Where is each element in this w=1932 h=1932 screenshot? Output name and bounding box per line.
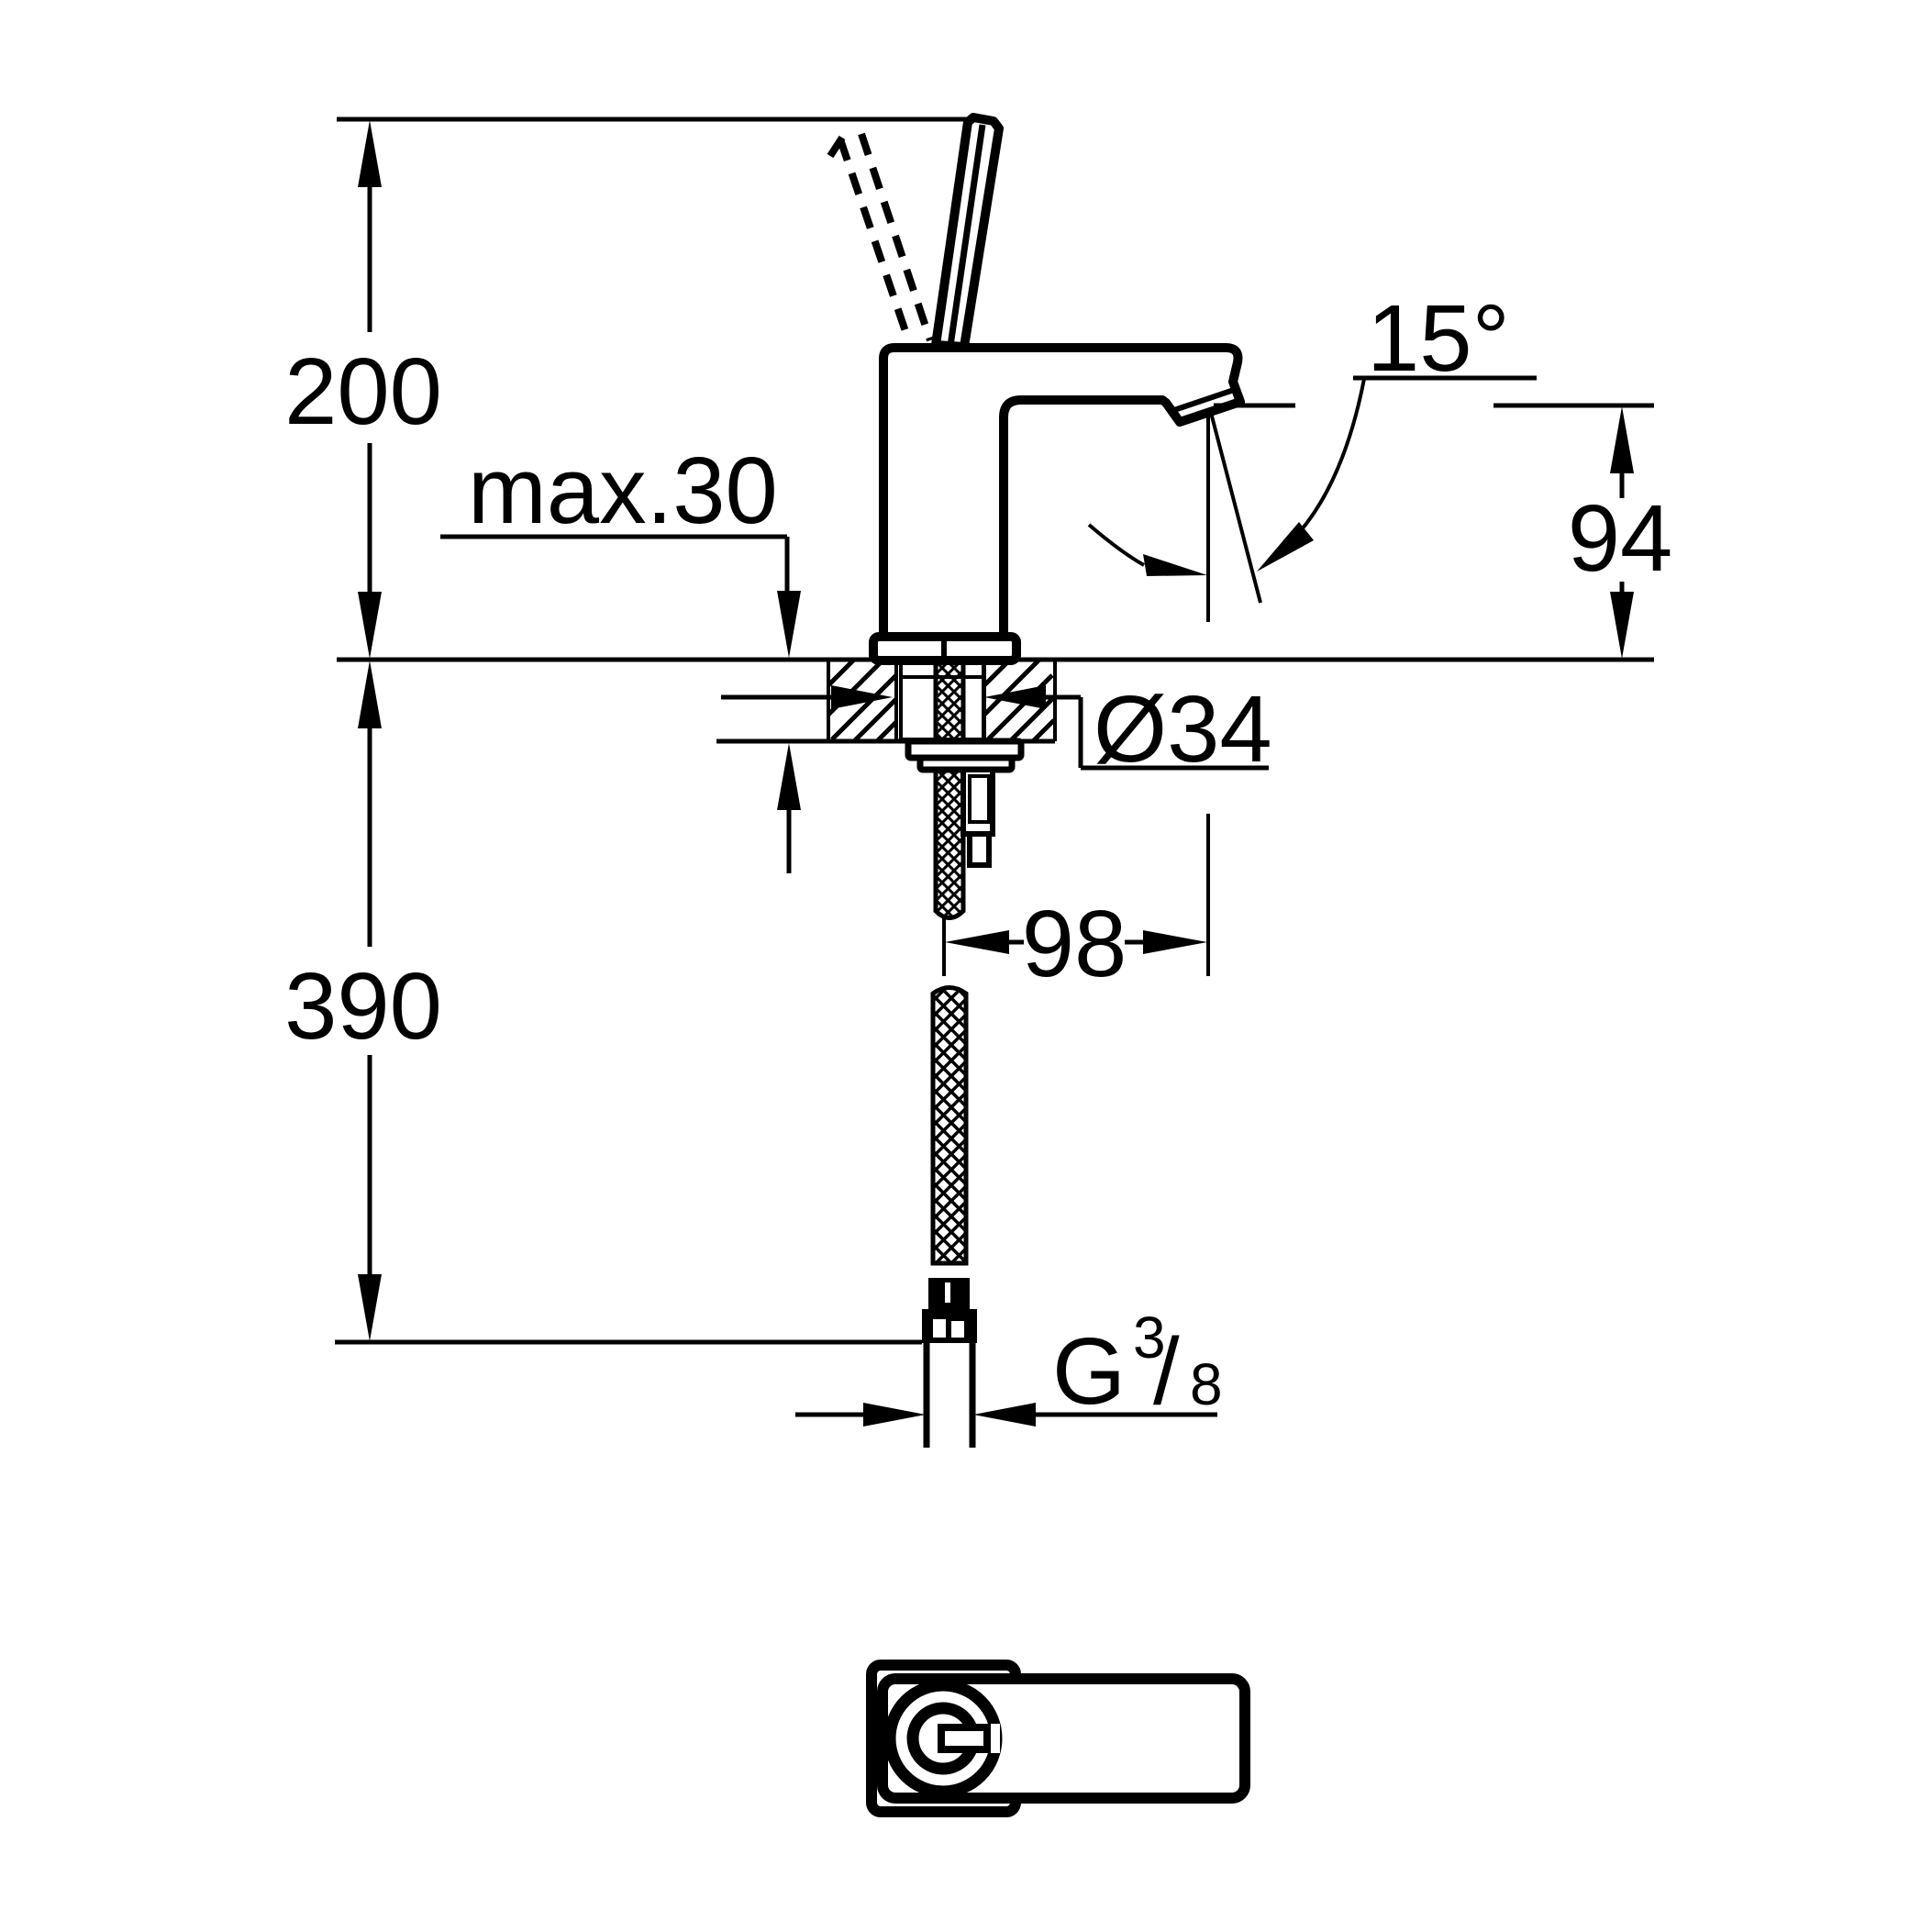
dimension-left-column: 200 390	[284, 120, 442, 1341]
reference-lines	[335, 117, 1654, 1345]
dimension-spout-angle: 15°	[1353, 285, 1537, 391]
stream-line-15deg	[1208, 408, 1262, 604]
dim-390-label: 390	[284, 953, 442, 1059]
under-counter-assembly	[899, 657, 1025, 1448]
dimension-spout-height: 94	[1214, 403, 1673, 659]
lever-handle-solid	[931, 113, 1004, 351]
connector-stub	[967, 831, 992, 868]
dim-15deg-label: 15°	[1367, 285, 1510, 391]
hose-end-fitting	[922, 1278, 977, 1343]
angle-arc-left	[1087, 523, 1145, 567]
dim-dia34-label: Ø34	[1094, 676, 1272, 782]
dimension-thread-size: G 3 / 8	[795, 1305, 1223, 1427]
deck-hatch-left	[827, 658, 898, 743]
dimension-hole-diameter: Ø34	[721, 676, 1272, 782]
dim-94-label: 94	[1568, 485, 1673, 591]
top-view-lever-bar	[877, 1673, 1250, 1804]
supply-hose-braided	[930, 985, 969, 1266]
dim-max30-label: max.30	[468, 438, 778, 543]
connector-inner	[968, 774, 991, 824]
dim-g-numerator: 3	[1133, 1305, 1166, 1371]
dim-g-label: G	[1052, 1318, 1126, 1424]
handle-top-view	[866, 1660, 1250, 1817]
spout-angle-construction	[1087, 378, 1366, 622]
threaded-rod	[933, 657, 966, 920]
aerator-inner-line	[1171, 387, 1235, 414]
deck-hatch-right	[983, 658, 1056, 743]
dimension-spout-projection: 98	[942, 814, 1210, 996]
dim-g-slash: /	[1153, 1318, 1180, 1424]
dim-98-label: 98	[1022, 891, 1127, 996]
deck-cross-section	[827, 658, 1057, 743]
grohe-logo-mark	[938, 1724, 991, 1753]
faucet-side-view	[827, 113, 1245, 665]
angle-arc-left-arrowhead	[1143, 554, 1207, 576]
faucet-body-outline	[879, 343, 1245, 642]
angle-arc-right-arrowhead	[1257, 522, 1314, 572]
lever-handle-dashed-position	[827, 132, 934, 344]
dim-g-denominator: 8	[1190, 1351, 1223, 1417]
dim-200-label: 200	[284, 339, 442, 444]
dimension-deck-thickness: max.30	[440, 438, 801, 873]
thread-tailpiece	[923, 1343, 976, 1448]
